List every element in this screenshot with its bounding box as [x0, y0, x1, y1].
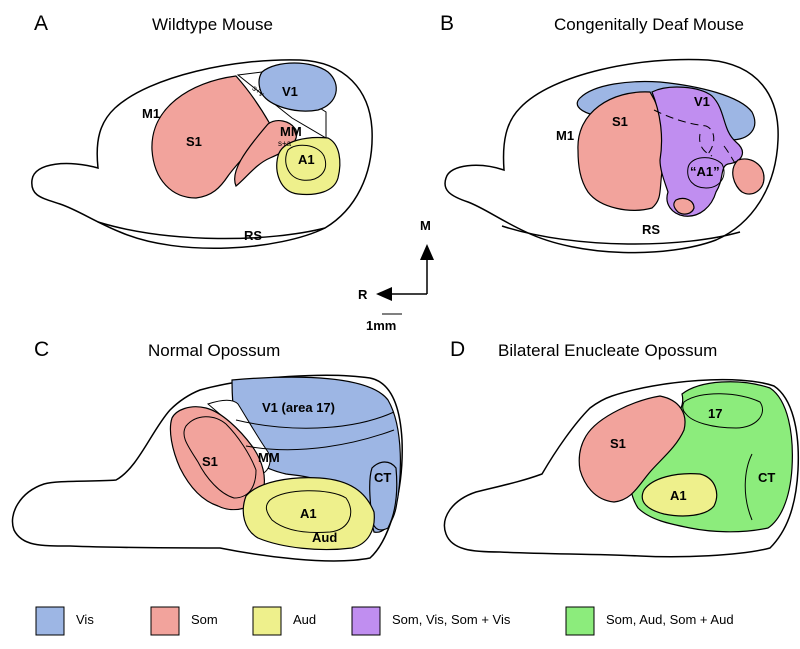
panel-c-title: Normal Opossum — [148, 341, 280, 360]
panel-b-label-m1: M1 — [556, 128, 574, 143]
panel-d-title: Bilateral Enucleate Opossum — [498, 341, 717, 360]
legend-label-som-vis: Som, Vis, Som + Vis — [392, 612, 511, 627]
panel-a-letter: A — [34, 12, 48, 35]
panel-a-rhinal-sulcus — [97, 221, 326, 240]
panel-d-label-ct: CT — [758, 470, 775, 485]
panel-b-somvis-area — [651, 86, 744, 217]
panel-d-som-area — [578, 395, 686, 503]
orientation-compass: M R 1mm — [358, 218, 434, 333]
panel-c: C Normal Opossum V1 (area 17) S1 MM A1 A… — [11, 338, 403, 562]
compass-label-medial: M — [420, 218, 431, 233]
panel-c-label-v1: V1 (area 17) — [262, 400, 335, 415]
panel-b-rhinal-sulcus — [501, 225, 741, 245]
legend-swatch-som-aud — [565, 606, 595, 636]
panel-b-ventral-bump — [673, 197, 695, 215]
panel-a-label-m1: M1 — [142, 106, 160, 121]
panel-a-label-v1: V1 — [282, 84, 298, 99]
panel-a-label-sa: s+a — [278, 139, 292, 148]
panel-c-s1-core — [183, 416, 257, 499]
panel-b-a1-core — [687, 157, 725, 189]
panel-b-lateral-bump — [732, 158, 765, 195]
panel-c-label-a1: A1 — [300, 506, 317, 521]
legend-label-aud: Aud — [293, 612, 316, 627]
legend-label-vis: Vis — [76, 612, 94, 627]
scale-bar-label: 1mm — [366, 318, 396, 333]
legend-swatch-vis — [35, 606, 65, 636]
panel-d-17-core — [682, 393, 763, 429]
panel-c-label-aud: Aud — [312, 530, 337, 545]
panel-a-aud-area — [276, 136, 341, 196]
compass-medial-arrowhead — [420, 244, 434, 260]
panel-a-label-a1: A1 — [298, 152, 315, 167]
panel-d-ct-boundary — [744, 453, 753, 521]
legend-swatch-aud — [252, 606, 282, 636]
panel-c-ct-area — [369, 461, 398, 531]
panel-a-label-s1: S1 — [186, 134, 202, 149]
panel-d-label-s1: S1 — [610, 436, 626, 451]
panel-a-som-extension — [234, 120, 298, 187]
panel-d: D Bilateral Enucleate Opossum 17 S1 A1 C… — [443, 338, 800, 558]
panel-a-v1-area — [258, 62, 337, 112]
panel-d-label-17: 17 — [708, 406, 722, 421]
panel-a: A Wildtype Mouse V1 M1 S1 MM A1 RS s+v s… — [31, 12, 373, 249]
legend-swatch-som — [150, 606, 180, 636]
panel-b-label-s1: S1 — [612, 114, 628, 129]
legend: Vis Som Aud Som, Vis, Som + Vis Som, Aud… — [35, 606, 734, 636]
panel-a-label-mm: MM — [280, 124, 302, 139]
legend-label-som-aud: Som, Aud, Som + Aud — [606, 612, 734, 627]
panel-d-letter: D — [450, 338, 465, 361]
panel-b-som-area — [577, 91, 666, 211]
panel-b-title: Congenitally Deaf Mouse — [554, 15, 744, 34]
panel-b-label-rs: RS — [642, 222, 660, 237]
legend-label-som: Som — [191, 612, 218, 627]
panel-b: B Congenitally Deaf Mouse V1 M1 S1 “A1” … — [440, 12, 779, 254]
panel-c-a1-core — [265, 490, 352, 533]
panel-a-a1-core — [285, 144, 326, 181]
legend-swatch-som-vis — [351, 606, 381, 636]
panel-d-aud-area — [641, 473, 718, 517]
panel-c-letter: C — [34, 338, 49, 361]
compass-rostral-arrowhead — [376, 287, 392, 301]
panel-a-title: Wildtype Mouse — [152, 15, 273, 34]
panel-c-label-s1: S1 — [202, 454, 218, 469]
panel-c-label-ct: CT — [374, 470, 391, 485]
panel-b-letter: B — [440, 12, 454, 35]
panel-d-label-a1: A1 — [670, 488, 687, 503]
panel-b-label-a1: “A1” — [690, 164, 720, 179]
compass-label-rostral: R — [358, 287, 368, 302]
panel-c-label-mm: MM — [258, 450, 280, 465]
panel-c-vis-inner-boundary — [235, 411, 395, 451]
panel-b-label-v1: V1 — [694, 94, 710, 109]
panel-a-label-rs: RS — [244, 228, 262, 243]
panel-b-boundary-dashed — [653, 109, 739, 169]
